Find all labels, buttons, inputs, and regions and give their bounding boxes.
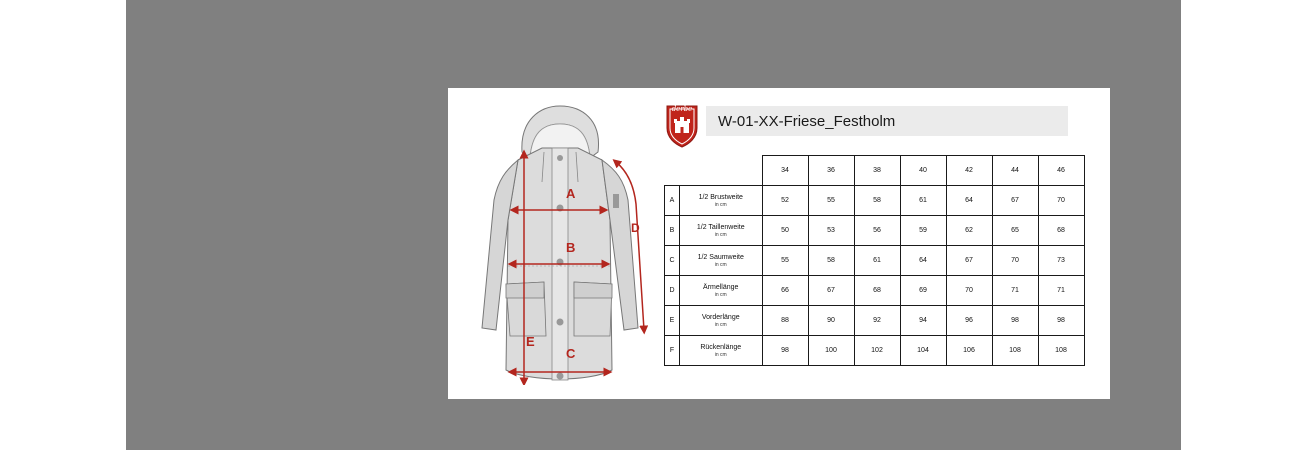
measure-value-cell: 70 [1037, 185, 1085, 216]
size-header-row: 34 36 38 40 42 44 46 [665, 155, 1085, 186]
measure-letter-cell: F [664, 335, 680, 366]
measure-value-cell: 64 [945, 185, 993, 216]
measure-value-cell: 71 [991, 275, 1039, 306]
measure-value-cell: 67 [991, 185, 1039, 216]
measure-value-cell: 65 [991, 215, 1039, 246]
shield-icon [666, 105, 698, 148]
measure-value-cell: 53 [807, 215, 855, 246]
measure-letter-cell: C [664, 245, 680, 276]
measure-value-cell: 94 [899, 305, 947, 336]
measure-value-cell: 98 [761, 335, 809, 366]
measure-value-cell: 68 [853, 275, 901, 306]
measure-unit: in cm [714, 351, 727, 358]
measure-letter-cell: B [664, 215, 680, 246]
size-header: 36 [807, 155, 855, 186]
measure-name: Rückenlänge [700, 343, 742, 351]
document-viewer: A B C D E derbe W-01-XX-Friese_Festholm [126, 0, 1181, 450]
measure-value-cell: 104 [899, 335, 947, 366]
measure-name: 1/2 Brustweite [698, 193, 743, 201]
measure-value-cell: 71 [1037, 275, 1085, 306]
measure-value-cell: 88 [761, 305, 809, 336]
measure-value-cell: 100 [807, 335, 855, 366]
measure-value-cell: 98 [1037, 305, 1085, 336]
measure-name: Ärmellänge [703, 283, 739, 291]
blank-cell [665, 156, 680, 186]
measure-value-cell: 58 [853, 185, 901, 216]
size-header: 42 [945, 155, 993, 186]
measure-value-cell: 73 [1037, 245, 1085, 276]
size-header: 40 [899, 155, 947, 186]
measure-letter-cell: A [664, 185, 680, 216]
measure-value-cell: 56 [853, 215, 901, 246]
title-bar: W-01-XX-Friese_Festholm [706, 106, 1068, 136]
measure-value-cell: 108 [1037, 335, 1085, 366]
measure-value-cell: 69 [899, 275, 947, 306]
measure-value-cell: 62 [945, 215, 993, 246]
measure-unit: in cm [714, 291, 727, 298]
size-header: 44 [991, 155, 1039, 186]
brand-logo: derbe [665, 104, 699, 148]
measure-value-cell: 92 [853, 305, 901, 336]
measure-value-cell: 68 [1037, 215, 1085, 246]
measure-value-cell: 106 [945, 335, 993, 366]
measure-letter-cell: D [664, 275, 680, 306]
size-header: 34 [761, 155, 809, 186]
measure-value-cell: 90 [807, 305, 855, 336]
measure-value-cell: 59 [899, 215, 947, 246]
measure-name: Vorderlänge [701, 313, 740, 321]
measure-value-cell: 52 [761, 185, 809, 216]
measure-value-cell: 50 [761, 215, 809, 246]
measure-letter-cell: E [664, 305, 680, 336]
measure-value-cell: 66 [761, 275, 809, 306]
document-title: W-01-XX-Friese_Festholm [718, 113, 896, 130]
measure-unit: in cm [714, 231, 727, 238]
measure-value-cell: 70 [991, 245, 1039, 276]
measure-name: 1/2 Saumweite [697, 253, 744, 261]
brand-logo-text: derbe [671, 105, 693, 113]
measure-unit: in cm [714, 201, 727, 208]
measure-value-cell: 70 [945, 275, 993, 306]
measure-unit: in cm [714, 321, 727, 328]
measure-label-e: E [526, 334, 535, 349]
measure-value-cell: 96 [945, 305, 993, 336]
measure-value-cell: 64 [899, 245, 947, 276]
measure-value-cell: 61 [899, 185, 947, 216]
measure-value-cell: 58 [807, 245, 855, 276]
measure-value-cell: 102 [853, 335, 901, 366]
measure-value-cell: 98 [991, 305, 1039, 336]
measure-label-b: B [566, 240, 576, 255]
jacket-diagram [481, 105, 649, 385]
measure-label-d: D [631, 221, 640, 235]
size-chart-sheet: A B C D E derbe W-01-XX-Friese_Festholm [448, 88, 1110, 399]
measure-unit: in cm [714, 261, 727, 268]
measure-name: 1/2 Taillenweite [696, 223, 745, 231]
blank-cell [679, 155, 763, 186]
measure-value-cell: 55 [807, 185, 855, 216]
measure-value-cell: 61 [853, 245, 901, 276]
measure-value-cell: 67 [945, 245, 993, 276]
measure-label-a: A [566, 186, 576, 201]
measure-value-cell: 67 [807, 275, 855, 306]
measure-value-cell: 108 [991, 335, 1039, 366]
measure-value-cell: 55 [761, 245, 809, 276]
size-header: 46 [1037, 155, 1085, 186]
measure-label-c: C [566, 346, 576, 361]
size-header: 38 [853, 155, 901, 186]
